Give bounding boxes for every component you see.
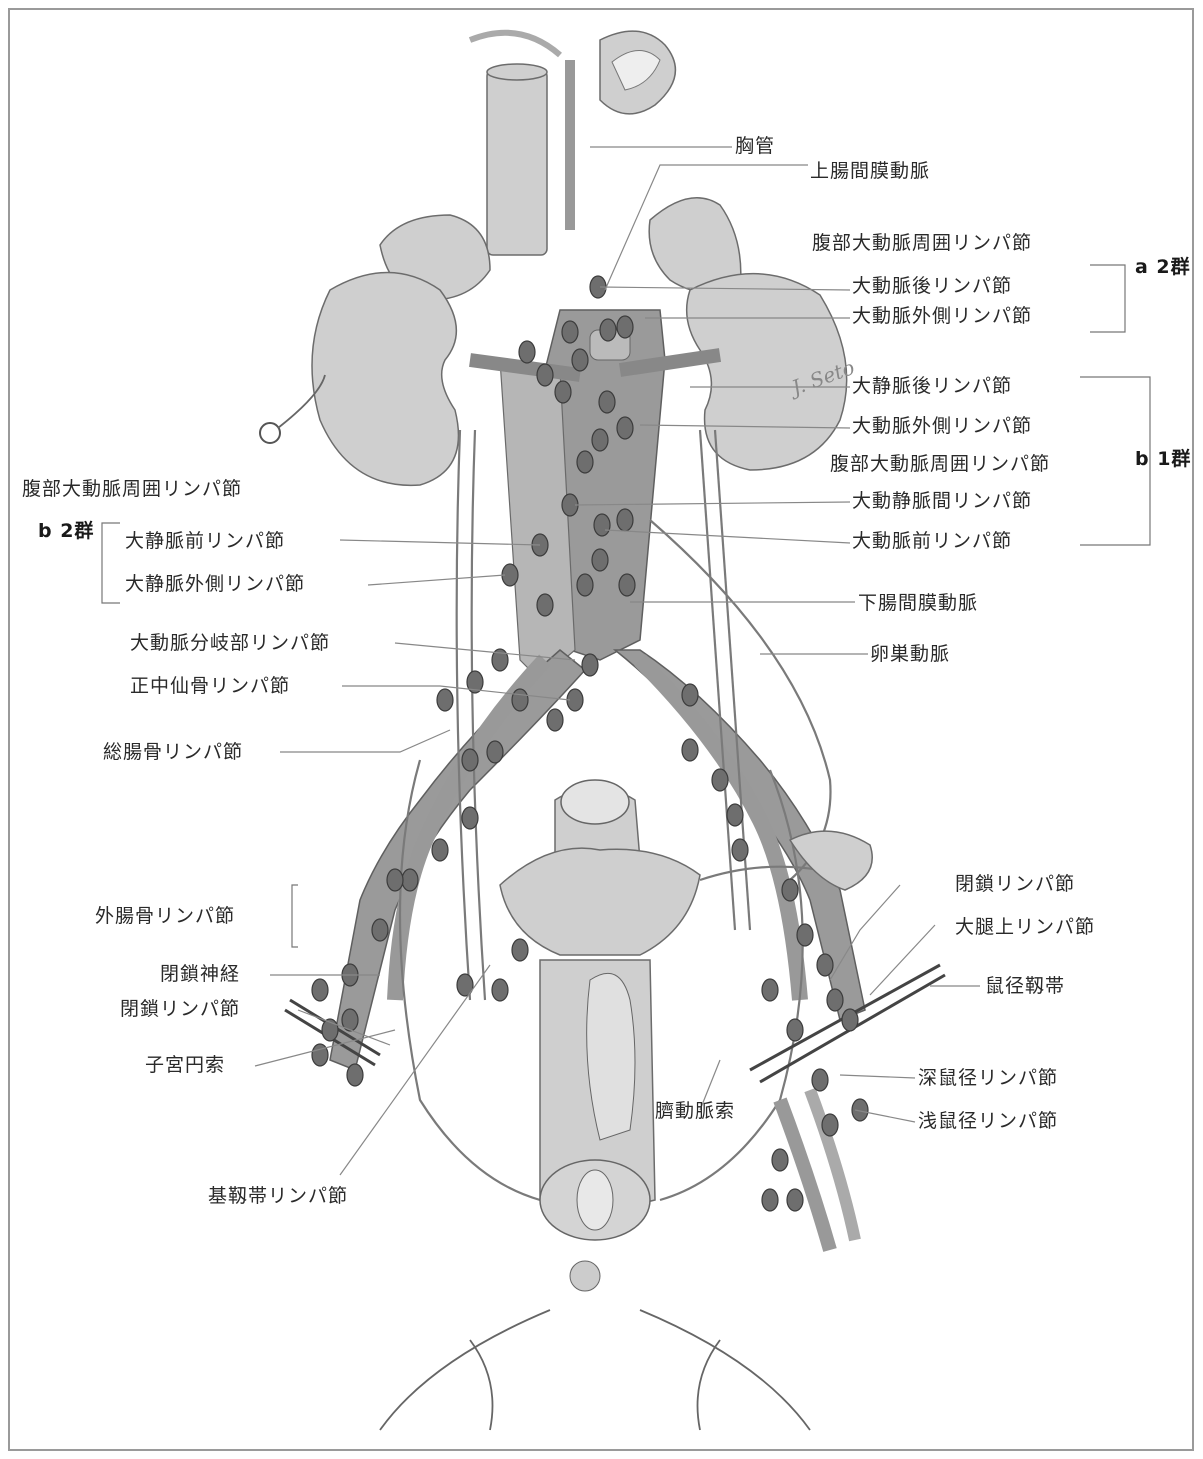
- lymph-node: [512, 939, 528, 961]
- lymph-node: [492, 979, 508, 1001]
- lymph-node: [555, 381, 571, 403]
- aorta-vena-cava: [470, 310, 720, 680]
- body-outline: [380, 1310, 810, 1430]
- lymph-node: [599, 391, 615, 413]
- label-inferior-mesenteric-artery: 下腸間膜動脈: [858, 592, 978, 614]
- lymph-node: [347, 1064, 363, 1086]
- lymph-node: [487, 741, 503, 763]
- lymph-node: [682, 684, 698, 706]
- lymph-node: [617, 417, 633, 439]
- label-interaortocaval-nodes: 大動静脈間リンパ節: [852, 490, 1032, 512]
- lymph-node: [727, 804, 743, 826]
- lymph-node: [592, 429, 608, 451]
- lymph-node: [619, 574, 635, 596]
- label-retroaortic-nodes: 大動脈後リンパ節: [852, 275, 1012, 297]
- label-obturator-nodes-left: 閉鎖リンパ節: [120, 998, 240, 1020]
- lymph-node: [617, 509, 633, 531]
- leg-vessels: [780, 1090, 855, 1250]
- lymph-node: [402, 869, 418, 891]
- lymph-node: [682, 739, 698, 761]
- lymph-node: [537, 364, 553, 386]
- lymph-node: [519, 341, 535, 363]
- lymph-node: [312, 979, 328, 1001]
- label-group-b2: b 2群: [38, 520, 94, 542]
- lymph-node: [827, 989, 843, 1011]
- label-group-b1: b 1群: [1135, 448, 1191, 470]
- lymph-node: [437, 689, 453, 711]
- label-median-sacral-nodes: 正中仙骨リンパ節: [130, 675, 290, 697]
- lymph-node: [787, 1019, 803, 1041]
- lymph-node: [797, 924, 813, 946]
- lymph-node: [572, 349, 588, 371]
- label-paraaortic-a2-header: 腹部大動脈周囲リンパ節: [812, 232, 1032, 254]
- esophagus-duodenum: [470, 31, 675, 255]
- adrenal-glands: [380, 198, 741, 300]
- lymph-node: [562, 321, 578, 343]
- lymph-node: [537, 594, 553, 616]
- lymph-node: [387, 869, 403, 891]
- lymph-node: [577, 574, 593, 596]
- label-group-a2: a 2群: [1135, 256, 1191, 278]
- lymph-node: [462, 749, 478, 771]
- lymph-node: [372, 919, 388, 941]
- label-obturator-nodes-right: 閉鎖リンパ節: [955, 873, 1075, 895]
- lymph-node: [582, 654, 598, 676]
- lymph-node: [547, 709, 563, 731]
- lymph-node: [787, 1189, 803, 1211]
- lymph-node: [432, 839, 448, 861]
- lymph-node: [577, 451, 593, 473]
- label-lateroaortic-nodes-b1: 大動脈外側リンパ節: [852, 415, 1032, 437]
- label-obturator-nerve: 閉鎖神経: [160, 963, 240, 985]
- label-paraaortic-b1-header: 腹部大動脈周囲リンパ節: [830, 453, 1050, 475]
- label-laterocaval-nodes: 大静脈外側リンパ節: [125, 573, 305, 595]
- label-preaortic-nodes: 大動脈前リンパ節: [852, 530, 1012, 552]
- label-common-iliac-nodes: 総腸骨リンパ節: [103, 741, 243, 763]
- lymph-node: [782, 879, 798, 901]
- label-parametrial-nodes: 基靱帯リンパ節: [208, 1185, 348, 1207]
- label-paraaortic-b2-header: 腹部大動脈周囲リンパ節: [22, 478, 242, 500]
- lymph-node: [762, 979, 778, 1001]
- lymph-node: [592, 549, 608, 571]
- lymph-node: [617, 316, 633, 338]
- label-umbilical-artery-cord: 臍動脈索: [655, 1100, 735, 1122]
- label-superior-mesenteric-artery: 上腸間膜動脈: [810, 160, 930, 182]
- lymph-node: [712, 769, 728, 791]
- label-aortic-bifurcation-nodes: 大動脈分岐部リンパ節: [130, 632, 330, 654]
- label-precaval-nodes: 大静脈前リンパ節: [125, 530, 285, 552]
- lymph-node: [817, 954, 833, 976]
- label-inguinal-ligament: 鼠径靱帯: [985, 975, 1065, 997]
- lymph-node: [852, 1099, 868, 1121]
- label-ovarian-artery: 卵巣動脈: [870, 643, 950, 665]
- lymph-node: [462, 807, 478, 829]
- label-suprainguinal-nodes: 大腿上リンパ節: [955, 916, 1095, 938]
- lymph-node: [772, 1149, 788, 1171]
- label-deep-inguinal-nodes: 深鼠径リンパ節: [918, 1067, 1058, 1089]
- lymph-node: [594, 514, 610, 536]
- lymph-node: [842, 1009, 858, 1031]
- label-external-iliac-nodes: 外腸骨リンパ節: [95, 905, 235, 927]
- label-retrocaval-nodes: 大静脈後リンパ節: [852, 375, 1012, 397]
- lymph-node: [600, 319, 616, 341]
- lymph-node: [512, 689, 528, 711]
- label-lateroaortic-nodes-a2: 大動脈外側リンパ節: [852, 305, 1032, 327]
- lymph-node: [732, 839, 748, 861]
- label-thoracic-duct: 胸管: [735, 135, 775, 157]
- label-round-ligament: 子宮円索: [145, 1054, 225, 1076]
- lymph-node: [762, 1189, 778, 1211]
- lymph-node: [812, 1069, 828, 1091]
- label-superficial-inguinal-nodes: 浅鼠径リンパ節: [918, 1110, 1058, 1132]
- lymph-node: [822, 1114, 838, 1136]
